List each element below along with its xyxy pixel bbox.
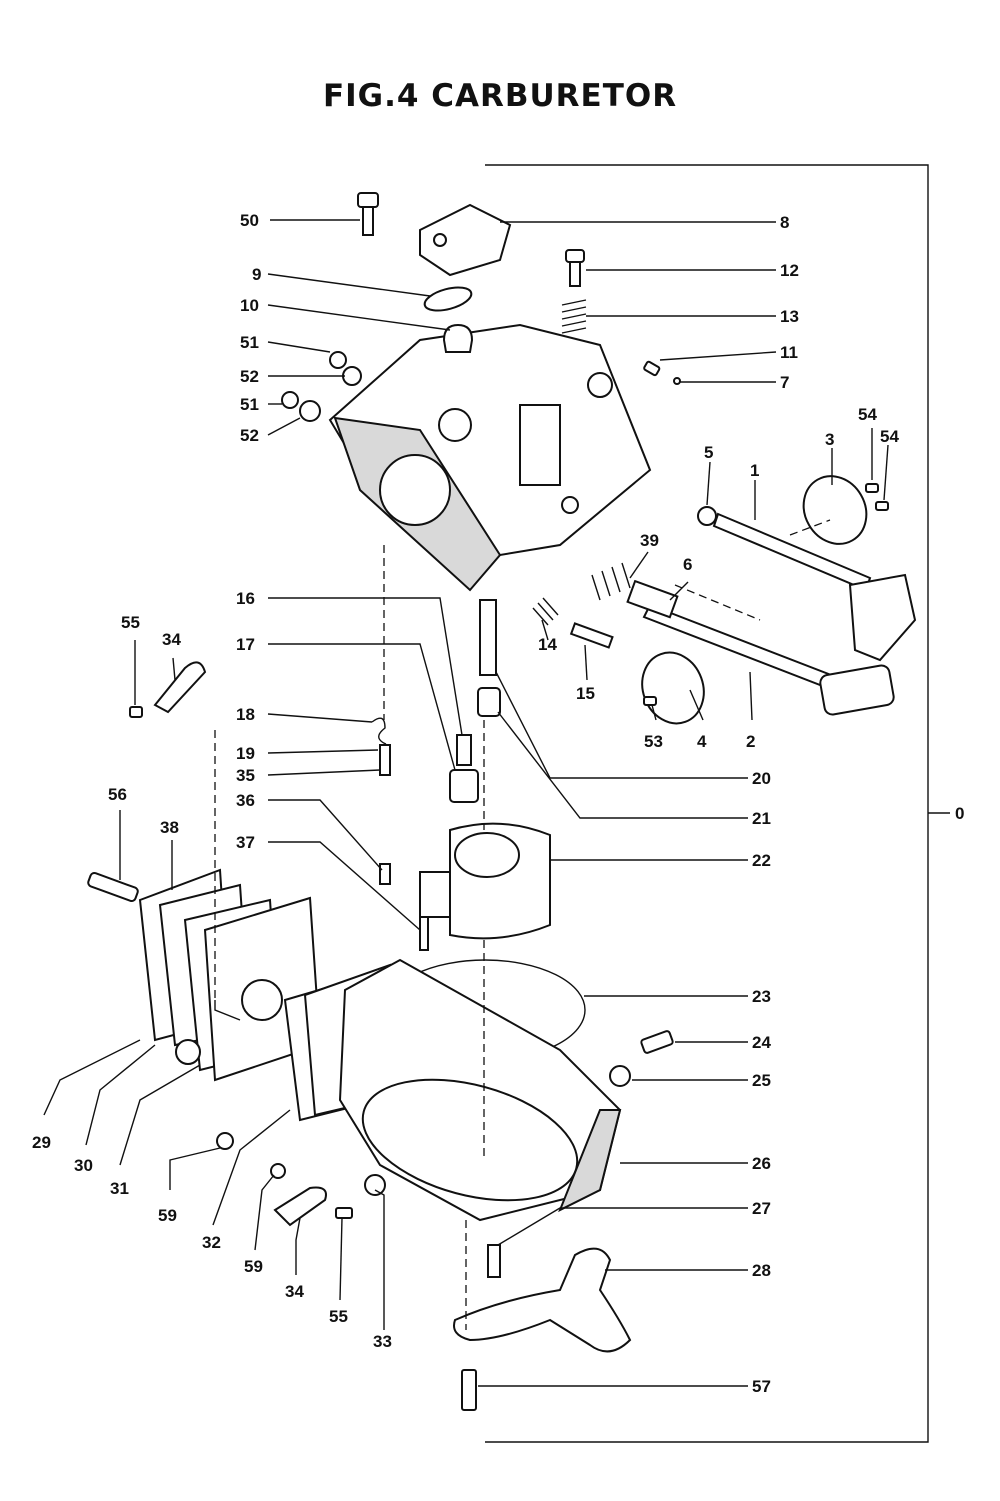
page-title: FIG.4 CARBURETOR <box>322 78 678 114</box>
callout-57: 57 <box>752 1377 771 1396</box>
leader-lines <box>43 219 889 1387</box>
callout-50: 50 <box>240 211 259 230</box>
callout-52-upper: 52 <box>240 367 259 386</box>
jet-16-17 <box>449 734 479 803</box>
callout-10: 10 <box>240 296 259 315</box>
float-valve-10 <box>442 323 474 353</box>
needle-18-19-35-36-37 <box>371 717 429 951</box>
small-screws <box>643 483 889 706</box>
callout-55-lower: 55 <box>329 1307 348 1326</box>
alignment-lines <box>214 519 831 1330</box>
callout-26: 26 <box>752 1154 771 1173</box>
callout-28: 28 <box>752 1261 771 1280</box>
callout-59-right: 59 <box>244 1257 263 1276</box>
callout-12: 12 <box>780 261 799 280</box>
callout-27: 27 <box>752 1199 771 1218</box>
screw-24-washer-25 <box>609 1030 674 1087</box>
spring-39 <box>591 562 679 619</box>
callout-21: 21 <box>752 809 771 828</box>
choke-shaft-2 <box>641 603 895 725</box>
callout-23: 23 <box>752 987 771 1006</box>
callout-11: 11 <box>780 343 798 362</box>
screw-11 <box>643 360 681 385</box>
float-bowl-26 <box>338 958 622 1222</box>
callout-54-left: 54 <box>858 405 877 424</box>
callout-13: 13 <box>780 307 799 326</box>
callout-36: 36 <box>236 791 255 810</box>
callout-5: 5 <box>704 443 713 462</box>
callout-30: 30 <box>74 1156 93 1175</box>
callout-31: 31 <box>110 1179 129 1198</box>
screw-50 <box>357 192 379 236</box>
throttle-shaft-1 <box>697 475 917 662</box>
callout-54-right: 54 <box>880 427 899 446</box>
float-22 <box>419 822 551 940</box>
callout-35: 35 <box>236 766 255 785</box>
circlip-51-52 <box>281 351 362 422</box>
callout-14: 14 <box>538 635 557 654</box>
callout-6: 6 <box>683 555 692 574</box>
callout-1: 1 <box>750 461 759 480</box>
callout-20: 20 <box>752 769 771 788</box>
callout-22: 22 <box>752 851 771 870</box>
small-parts-bottom <box>216 1132 386 1227</box>
callout-33: 33 <box>373 1332 392 1351</box>
callout-37: 37 <box>236 833 255 852</box>
callout-34-upper: 34 <box>162 630 181 649</box>
bracket-28 <box>453 1247 632 1353</box>
cover-plate <box>419 203 512 277</box>
spring-13 <box>561 299 587 334</box>
callout-56: 56 <box>108 785 127 804</box>
callout-16: 16 <box>236 589 255 608</box>
screw-12 <box>565 249 585 287</box>
callout-15: 15 <box>576 684 595 703</box>
callout-51-lower: 51 <box>240 395 259 414</box>
callout-2: 2 <box>746 732 755 751</box>
callout-52-lower: 52 <box>240 426 259 445</box>
callout-51-upper: 51 <box>240 333 259 352</box>
callout-7: 7 <box>780 373 789 392</box>
callout-55-upper: 55 <box>121 613 140 632</box>
callout-17: 17 <box>236 635 255 654</box>
callout-19: 19 <box>236 744 255 763</box>
callout-8: 8 <box>780 213 789 232</box>
jet-20-21 <box>477 599 501 717</box>
gasket-9 <box>423 286 473 312</box>
fuel-pump-assembly <box>87 868 402 1122</box>
callout-18: 18 <box>236 705 255 724</box>
clip-34-top <box>129 661 207 718</box>
callout-38: 38 <box>160 818 179 837</box>
callout-4: 4 <box>697 732 707 751</box>
callout-39: 39 <box>640 531 659 550</box>
callout-24: 24 <box>752 1033 771 1052</box>
callout-9: 9 <box>252 265 261 284</box>
callout-25: 25 <box>752 1071 771 1090</box>
callout-53: 53 <box>644 732 663 751</box>
screw-57 <box>461 1369 477 1411</box>
drain-screw-27 <box>487 1244 501 1278</box>
callout-29: 29 <box>32 1133 51 1152</box>
callout-32: 32 <box>202 1233 221 1252</box>
callout-0: 0 <box>955 804 964 823</box>
callout-3: 3 <box>825 430 834 449</box>
spring-14-screw-15 <box>532 597 614 649</box>
callout-labels: 50 8 9 10 12 13 51 52 51 52 11 7 54 54 3… <box>32 211 964 1396</box>
callout-34-lower: 34 <box>285 1282 304 1301</box>
carburetor-body-upper <box>328 323 652 592</box>
assembly-bracket <box>485 164 950 1443</box>
callout-59-left: 59 <box>158 1206 177 1225</box>
